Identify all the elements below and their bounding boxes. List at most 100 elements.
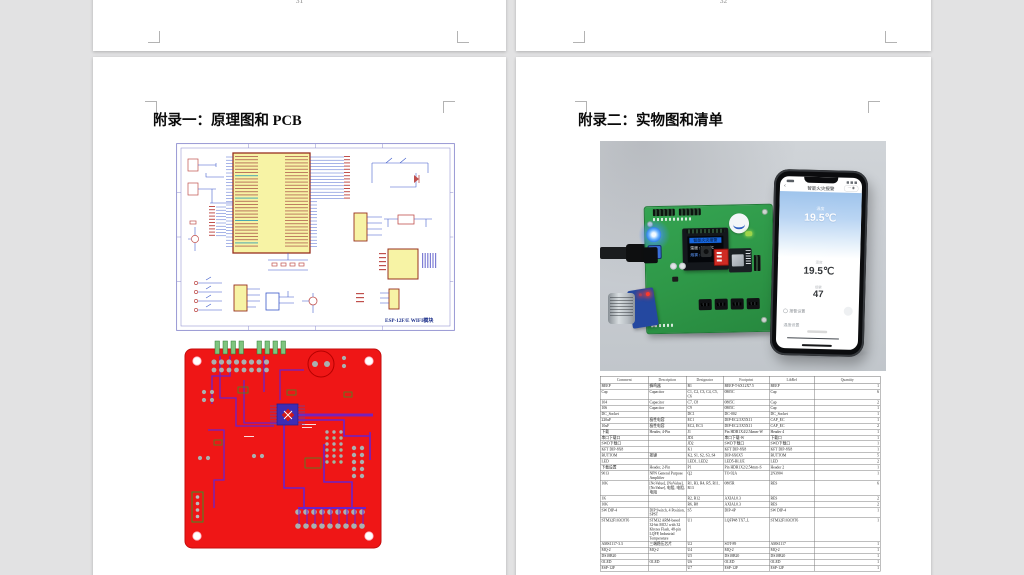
temp-setting-label: 温度设置 (783, 322, 800, 328)
bom-cell: RES (769, 480, 815, 496)
statusbar-icons (846, 181, 858, 184)
page-number-32: 32 (719, 0, 728, 5)
bom-cell: 9013 (600, 470, 649, 482)
red-led-dim (638, 293, 643, 297)
bom-cell: 1 (814, 507, 881, 519)
bom-cell: 2N3904 (769, 470, 815, 482)
page-number-31: 31 (295, 0, 304, 5)
mq2-sensor-can (608, 293, 635, 324)
bom-cell: 6 (814, 388, 881, 400)
temp-value: 19.5℃ (803, 265, 835, 277)
green-led (745, 231, 753, 237)
page-32-bottom[interactable]: 32 (516, 0, 931, 51)
button-cap (703, 249, 709, 255)
bom-cell: Q2 (686, 470, 724, 482)
bom-cell: SW DIP-4 (600, 507, 649, 519)
transistor (672, 276, 679, 282)
margin-mark (868, 101, 880, 113)
esp12f-module (728, 248, 753, 273)
reset-button (700, 245, 712, 258)
home-indicator (801, 344, 832, 347)
bom-cell (648, 564, 687, 572)
bom-cell: 1 (814, 564, 881, 572)
bom-cell: NPN General Purpose Amplifier (648, 470, 687, 482)
bom-cell: TO-92A (723, 470, 770, 482)
page-appendix-1[interactable]: 附录一：原理图和 PCB (93, 57, 506, 575)
io-socket (746, 297, 760, 310)
margin-mark (148, 31, 160, 43)
page-appendix-2[interactable]: 附录二：实物图和清单 (516, 57, 931, 575)
bom-row: 10K[NoValue], [NoValue], [NoValue], 电阻, … (600, 480, 881, 496)
io-socket (730, 298, 744, 310)
red-led (645, 291, 651, 297)
margin-mark (457, 31, 469, 43)
bom-cell: DIP Switch, 4 Position, SPST (648, 507, 687, 519)
bom-cell: Cap (600, 388, 649, 400)
bom-cell: 6 (814, 480, 881, 496)
bom-column-header: Quantity (814, 376, 881, 384)
schematic-figure[interactable]: ESP-12F/E WIFI模块 (176, 143, 455, 331)
statusbar-time (786, 179, 795, 183)
screw-hole (761, 316, 768, 323)
schematic-caption: ESP-12F/E WIFI模块 (385, 316, 434, 324)
phone-screen: ‹ 智能火灾报警 ⋯ ◉ 温度 19.5℃ 温度 19.5℃ 烟雾 47 报警设… (775, 175, 863, 351)
smartphone: ‹ 智能火灾报警 ⋯ ◉ 温度 19.5℃ 温度 19.5℃ 烟雾 47 报警设… (769, 168, 869, 358)
bom-cell: 1 (814, 559, 881, 566)
miniprogram-capsule: ⋯ ◉ (843, 185, 859, 193)
device-photo[interactable]: 智能火灾报警 温度:19.5℃ 烟雾:47 (600, 141, 886, 371)
bom-cell: C1, C2, C3, C4, C5, C6 (686, 388, 724, 400)
side-header (753, 254, 762, 272)
esp-antenna (745, 250, 751, 265)
bom-cell: 1 (814, 464, 881, 471)
refresh-circle (843, 306, 853, 316)
bom-cell: 1 (814, 541, 881, 548)
bom-cell: 1 (814, 383, 881, 390)
bom-cell: ESP-12F (600, 564, 649, 572)
pin-header (678, 208, 701, 216)
bom-cell: STM32 ARM-based 32-bit MCU with 32 Kbyte… (648, 517, 687, 542)
bom-cell: 10K (600, 480, 649, 496)
bom-cell: 1 (814, 470, 881, 482)
bom-cell: LQFP48 TX7_L (723, 517, 770, 542)
pin-header (652, 208, 675, 217)
bom-column-header: Designator (686, 376, 724, 384)
bom-column-header: Footprint (723, 376, 770, 384)
bom-column-header: LibRef (769, 376, 815, 384)
margin-mark (575, 101, 587, 113)
oled-pins (686, 228, 725, 234)
bom-cell: Pin HDR1X4/2.54mm-W (723, 428, 770, 436)
bom-cell: STM32F103C8T6 (769, 517, 815, 542)
bom-cell: ESP-12F (769, 564, 815, 572)
bom-cell: 1 (814, 517, 881, 542)
page-31-bottom[interactable]: 31 (93, 0, 506, 51)
margin-mark (573, 31, 585, 43)
phone-notch (804, 176, 839, 184)
io-socket (714, 298, 728, 310)
bom-column-header: Description (648, 376, 687, 384)
margin-mark (443, 101, 455, 113)
dc-jack (643, 247, 658, 264)
bom-cell: STM32F103C8T6 (600, 517, 649, 542)
bom-cell: 0805C (723, 388, 770, 400)
dip-switch (713, 248, 729, 266)
pcb-figure[interactable] (184, 340, 382, 552)
alarm-setting-label: 报警设置 (789, 308, 806, 314)
bom-column-header: Comment (600, 376, 649, 384)
bom-cell: 1 (814, 553, 881, 560)
screw-hole (761, 208, 768, 215)
bom-cell: Cap (769, 388, 815, 400)
